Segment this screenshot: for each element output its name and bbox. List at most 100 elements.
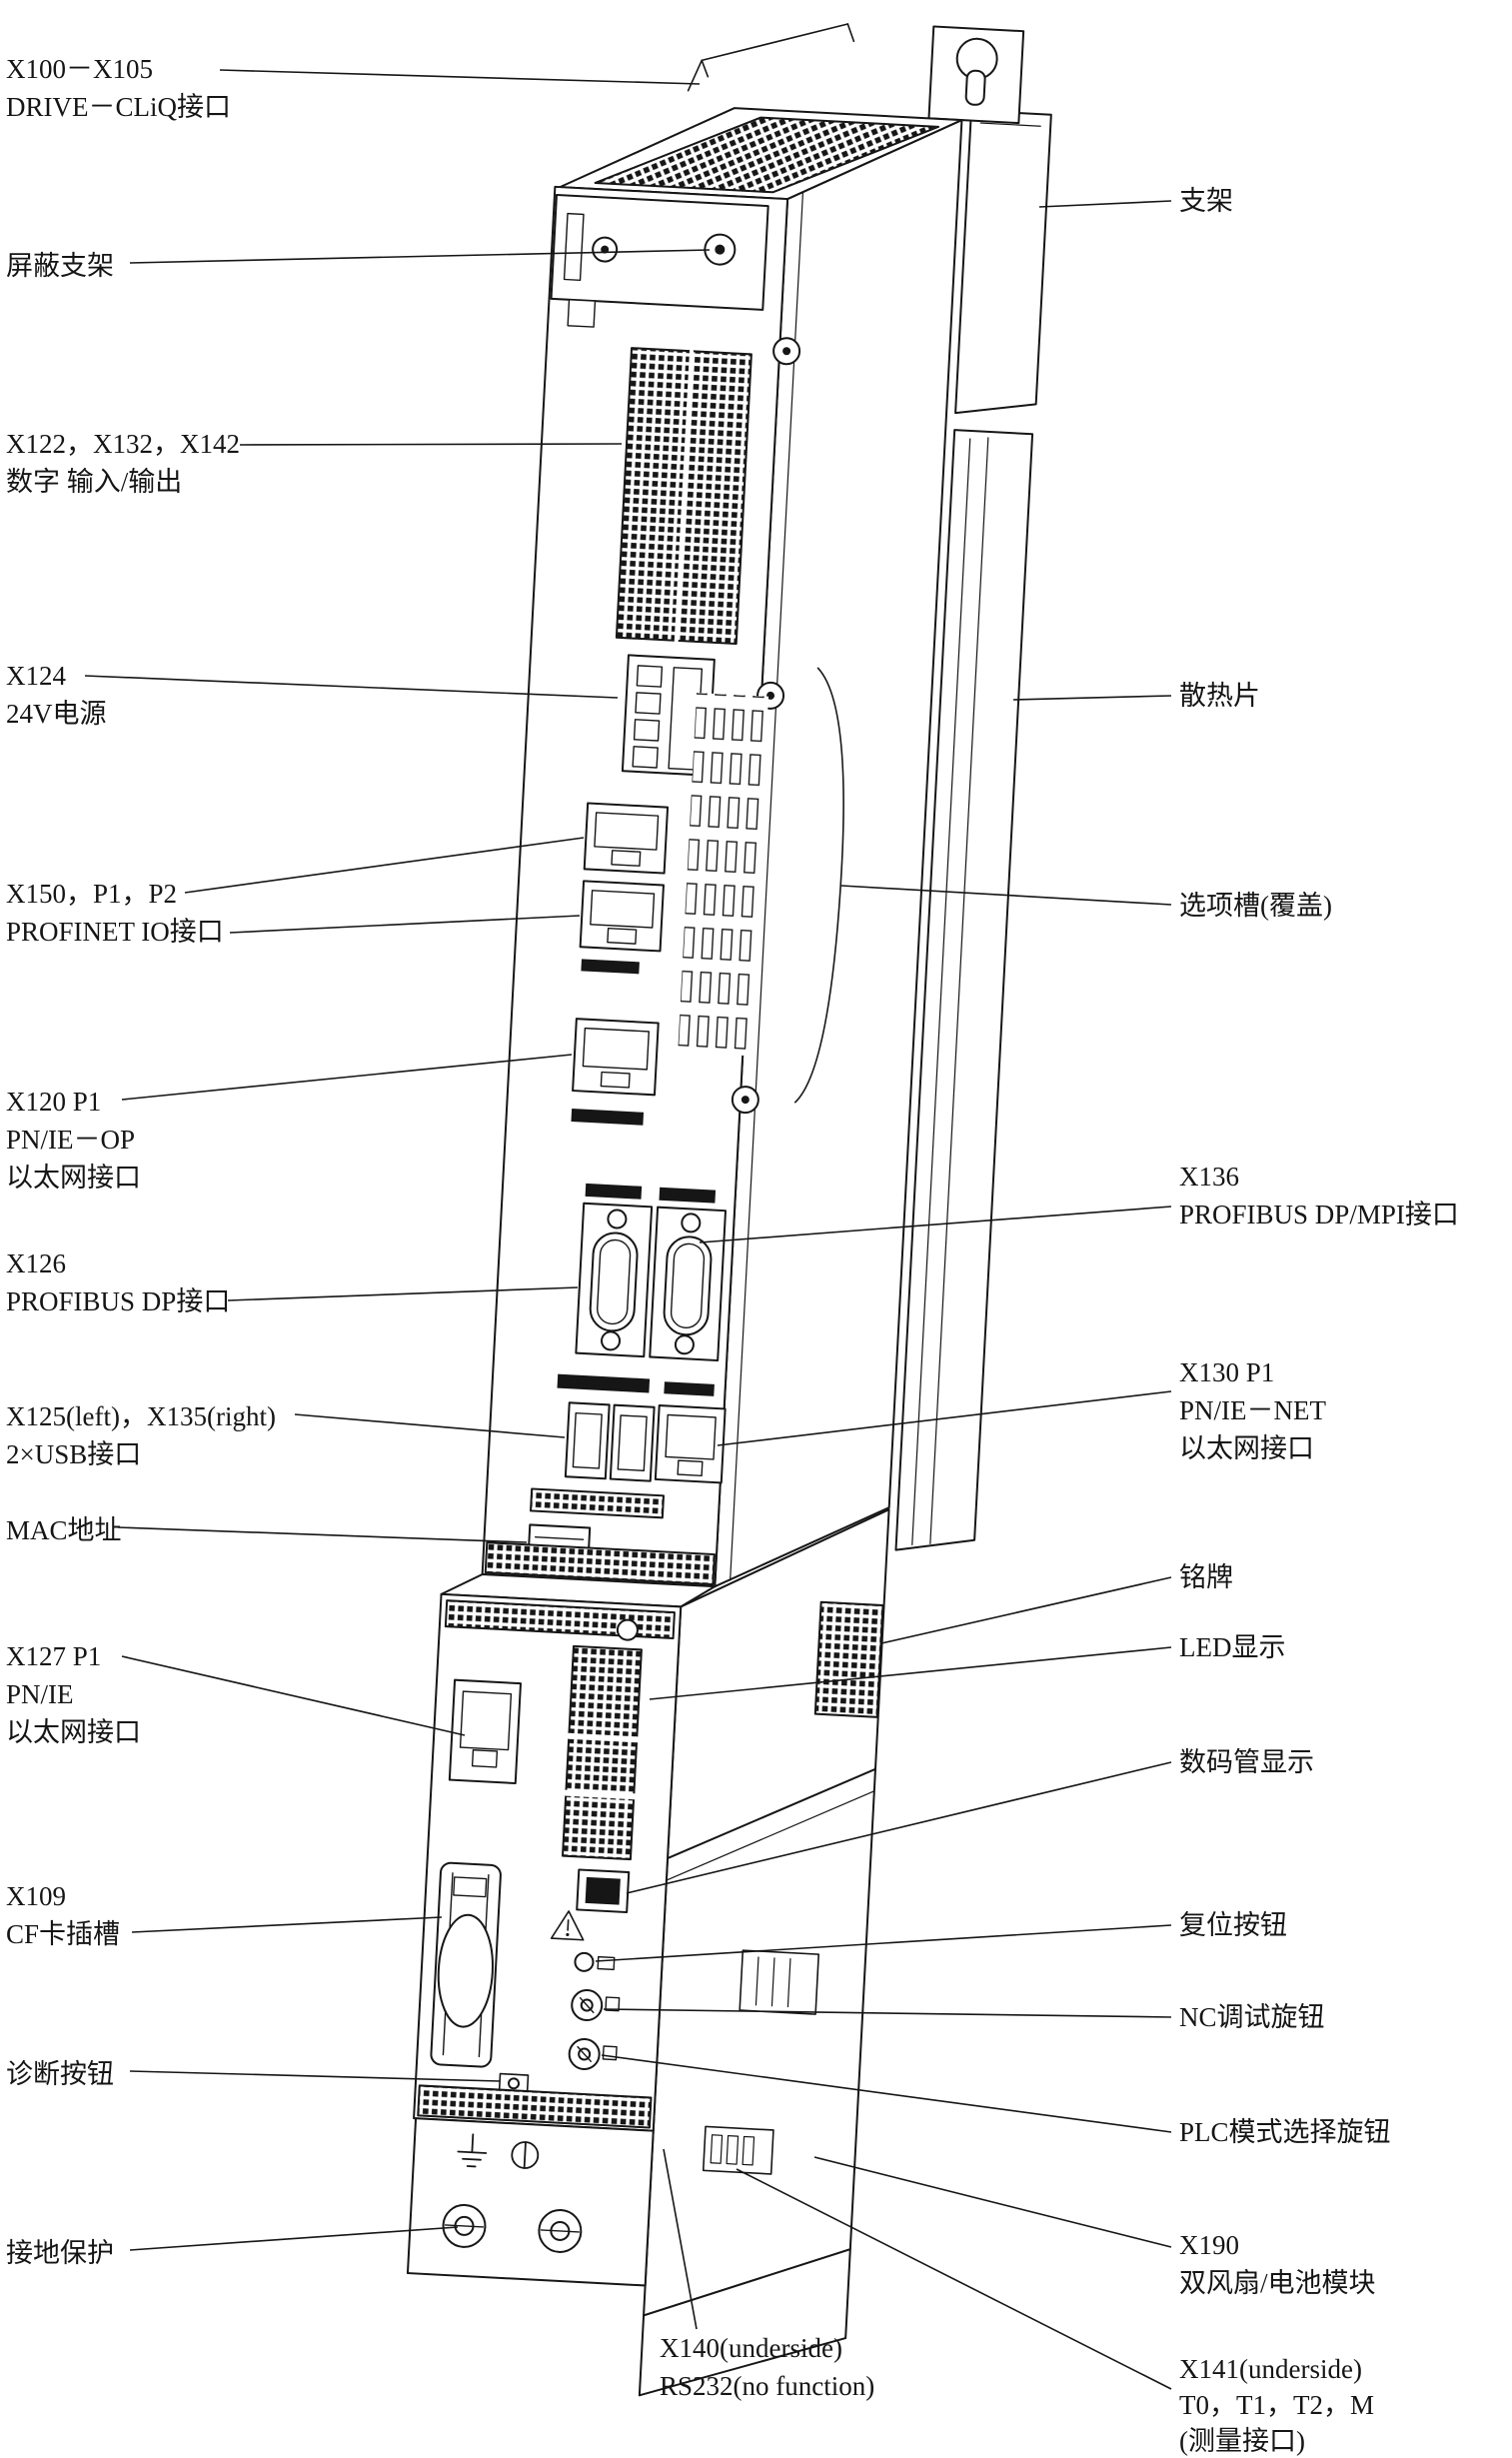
usb-ports (564, 1401, 656, 1482)
cf-card-slot (430, 1861, 502, 2068)
label-x141-measuring: X141(underside) T0，T1，T2，M (测量接口) (1179, 2351, 1374, 2458)
lower-vent-strip (417, 2084, 653, 2129)
callout-lines (84, 69, 1172, 2390)
label-bracket: 支架 (1179, 182, 1233, 220)
label-line: MAC地址 (6, 1515, 122, 1545)
label-line: 24V电源 (6, 699, 107, 729)
label-line: 复位按钮 (1179, 1910, 1287, 1940)
label-shield-bracket: 屏蔽支架 (6, 247, 114, 285)
label-line: RS232(no function) (660, 2371, 875, 2401)
label-x136-profibus-mpi: X136 PROFIBUS DP/MPI接口 (1179, 1158, 1459, 1233)
label-line: PLC模式选择旋钮 (1179, 2117, 1391, 2147)
label-line: X120 P1 (6, 1087, 102, 1117)
x141-connector (702, 2125, 774, 2175)
profinet-port-x150-p1 (583, 802, 670, 875)
digital-io-connector (615, 347, 753, 645)
label-x120-ethernet: X120 P1 PN/IE－OP 以太网接口 (6, 1083, 141, 1197)
label-line: DRIVE－CLiQ接口 (6, 92, 231, 122)
label-line: T0，T1，T2，M (1179, 2390, 1374, 2420)
fan-battery-module-x190 (638, 1508, 890, 2397)
label-line: X141(underside) (1179, 2354, 1362, 2384)
ground-symbol (457, 2133, 540, 2169)
ground-screws (442, 2203, 583, 2253)
label-heatsink: 散热片 (1179, 677, 1260, 715)
label-line: 以太网接口 (6, 1163, 141, 1193)
label-x130-ethernet: X130 P1 PN/IE－NET 以太网接口 (1179, 1353, 1326, 1467)
label-line: 数字 输入/输出 (6, 467, 183, 497)
label-line: NC调试旋钮 (1179, 2002, 1325, 2032)
label-line: X140(underside) (660, 2333, 842, 2363)
label-line: PROFIBUS DP接口 (6, 1286, 231, 1316)
label-line: X100－X105 (6, 54, 153, 84)
label-line: CF卡插槽 (6, 1919, 121, 1949)
option-slot-cover (678, 667, 844, 1104)
label-line: PN/IE－NET (1179, 1395, 1326, 1425)
upper-vent-strip (484, 1541, 716, 1586)
label-plc-mode-switch: PLC模式选择旋钮 (1179, 2113, 1391, 2151)
label-line: X109 (6, 1881, 66, 1911)
label-x126-profibus: X126 PROFIBUS DP接口 (6, 1244, 230, 1320)
label-line: 接地保护 (6, 2238, 114, 2268)
label-line: 散热片 (1179, 681, 1260, 711)
label-line: X122，X132，X142 (6, 429, 240, 459)
label-line: PROFIBUS DP/MPI接口 (1179, 1200, 1459, 1229)
label-line: 双风扇/电池模块 (1179, 2268, 1376, 2298)
plc-mode-switch (568, 2037, 618, 2070)
label-x127-ethernet: X127 P1 PN/IE 以太网接口 (6, 1637, 141, 1751)
label-line: 以太网接口 (1179, 1433, 1314, 1463)
label-reset-button: 复位按钮 (1179, 1906, 1287, 1944)
top-vent-grille (559, 107, 963, 201)
label-line: (测量接口) (1179, 2426, 1305, 2456)
warning-triangle-icon (550, 1910, 585, 1941)
label-line: 支架 (1179, 186, 1233, 216)
label-line: X150，P1，P2 (6, 879, 178, 909)
drive-cliq-indicator (687, 23, 855, 92)
label-x109-cf-slot: X109 CF卡插槽 (6, 1877, 120, 1953)
label-line: X136 (1179, 1162, 1239, 1192)
ground-area (406, 2117, 655, 2287)
label-line: X190 (1179, 2230, 1239, 2260)
ethernet-port-x120 (572, 1018, 660, 1097)
device-body (406, 23, 1052, 2397)
label-x190-fan-battery: X190 双风扇/电池模块 (1179, 2226, 1376, 2302)
label-line: 屏蔽支架 (6, 251, 114, 281)
label-nc-switch: NC调试旋钮 (1179, 1998, 1325, 2036)
label-usb-ports: X125(left)，X135(right) 2×USB接口 (6, 1397, 276, 1473)
label-digital-io: X122，X132，X142 数字 输入/输出 (6, 425, 240, 501)
label-line: PN/IE－OP (6, 1125, 136, 1155)
mounting-bracket-panel (954, 109, 1052, 415)
label-line: 铭牌 (1179, 1562, 1233, 1592)
label-x150-profinet: X150，P1，P2 PROFINET IO接口 (6, 875, 224, 951)
heatsink-panel (894, 429, 1034, 1551)
label-line: X125(left)，X135(right) (6, 1401, 276, 1431)
label-seven-segment: 数码管显示 (1179, 1743, 1314, 1781)
label-led-display: LED显示 (1179, 1628, 1285, 1666)
led-display-block (562, 1644, 643, 1861)
label-ground-protection: 接地保护 (6, 2234, 114, 2272)
label-x140-rs232: X140(underside) RS232(no function) (660, 2329, 874, 2405)
label-line: 数码管显示 (1179, 1747, 1314, 1777)
hanger-tab (927, 25, 1025, 125)
label-mac-address: MAC地址 (6, 1511, 122, 1549)
seven-segment-display (576, 1868, 631, 1914)
label-line: LED显示 (1179, 1632, 1286, 1662)
label-line: PROFINET IO接口 (6, 917, 224, 947)
label-diagnostics-button: 诊断按钮 (6, 2055, 114, 2093)
shield-clamp (550, 193, 769, 328)
profibus-port-x136 (649, 1206, 728, 1362)
label-line: 2×USB接口 (6, 1439, 142, 1469)
label-line: X126 (6, 1248, 66, 1278)
label-x124-power: X124 24V电源 (6, 657, 107, 733)
ethernet-port-x127 (448, 1678, 522, 1784)
label-line: X127 P1 (6, 1641, 102, 1671)
label-drive-cliq: X100－X105 DRIVE－CLiQ接口 (6, 50, 231, 126)
label-line: 以太网接口 (6, 1717, 141, 1747)
label-line: X130 P1 (1179, 1357, 1275, 1387)
profibus-port-x126 (575, 1202, 654, 1358)
nc-switch (571, 1989, 621, 2022)
ethernet-port-x130 (654, 1404, 727, 1484)
label-line: X124 (6, 661, 66, 691)
label-option-slot: 选项槽(覆盖) (1179, 887, 1332, 925)
